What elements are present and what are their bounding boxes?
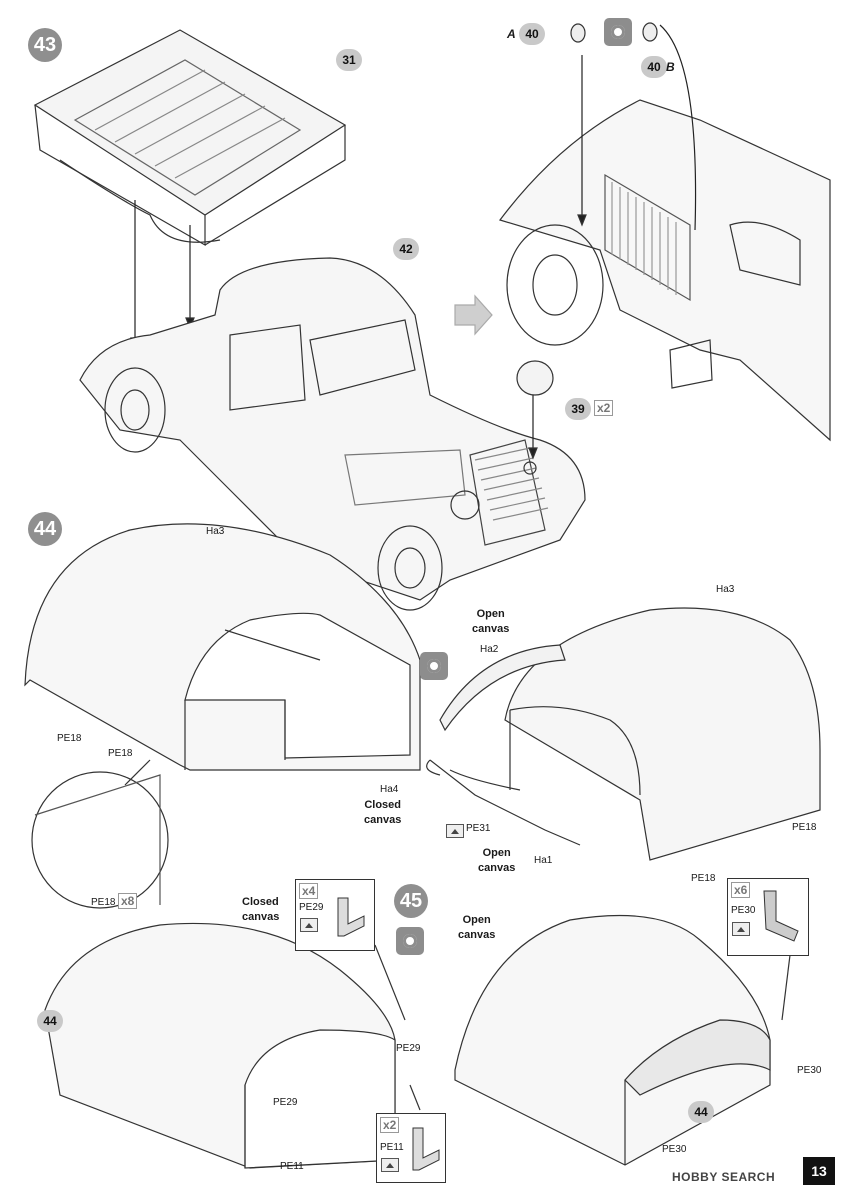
open-canvas-line1: Open [462, 914, 491, 926]
pe11-callout: x2 PE11 [376, 1113, 446, 1183]
closed-canvas-line1: Closed [364, 799, 401, 811]
multiplier-x8: x8 [118, 893, 138, 909]
open-canvas-line2: canvas [458, 929, 496, 941]
multiplier-x4: x4 [299, 883, 319, 899]
label-pe29-a: PE29 [396, 1043, 421, 1054]
pe29-part-drawing [337, 897, 365, 937]
open-canvas-label-3: Open canvas [458, 913, 495, 943]
canvas-open-drawing [426, 607, 821, 861]
label-pe18-e: PE18 [792, 822, 817, 833]
open-canvas-label-2: Open canvas [478, 846, 515, 876]
part-39: 39 [565, 398, 591, 420]
label-pe18-c: PE18 [91, 897, 116, 908]
step-number-44: 44 [28, 512, 62, 546]
closed-canvas-step45-drawing [44, 922, 396, 1169]
pe30-callout: x6 PE30 [727, 878, 809, 956]
photo-etch-icon [300, 918, 318, 932]
part-31: 31 [336, 49, 362, 71]
part-42: 42 [393, 238, 419, 260]
label-pe29-b: PE29 [273, 1097, 298, 1108]
pe11-part-drawing [412, 1127, 440, 1171]
photo-etch-icon [381, 1158, 399, 1172]
car-drawing [79, 257, 586, 611]
rotate-icon [396, 927, 424, 955]
multiplier-x6: x6 [731, 882, 751, 898]
open-canvas-line2: canvas [478, 862, 516, 874]
open-canvas-line1: Open [476, 608, 505, 620]
rotate-icon [604, 18, 632, 46]
closed-canvas-line1: Closed [242, 896, 279, 908]
step-number-43: 43 [28, 28, 62, 62]
pe30-part-drawing [763, 890, 799, 942]
part-40-b: 40 [641, 56, 667, 78]
open-canvas-line2: canvas [472, 623, 510, 635]
label-pe11-b: PE11 [280, 1161, 304, 1172]
multiplier-x2-pe11: x2 [380, 1117, 400, 1133]
label-ha3-left: Ha3 [206, 526, 225, 537]
canvas-ha3-drawing [24, 523, 421, 771]
label-ha3-right: Ha3 [716, 584, 735, 595]
label-pe30-box: PE30 [731, 905, 756, 916]
step-number-45: 45 [394, 884, 428, 918]
closed-canvas-line2: canvas [242, 911, 280, 923]
photo-etch-icon [732, 922, 750, 936]
part-44-right: 44 [688, 1101, 714, 1123]
page-number: 13 [803, 1157, 835, 1185]
label-pe11-box: PE11 [380, 1142, 404, 1153]
closed-canvas-line2: canvas [364, 814, 402, 826]
closed-canvas-label-1: Closed canvas [364, 798, 401, 828]
multiplier-x2-39: x2 [594, 400, 614, 416]
label-pe30-a: PE30 [797, 1065, 822, 1076]
label-b: B [666, 60, 675, 74]
closed-canvas-label-2: Closed canvas [242, 895, 279, 925]
label-pe18-b: PE18 [108, 748, 133, 759]
part-40-a: 40 [519, 23, 545, 45]
label-pe18-a: PE18 [57, 733, 82, 744]
watermark: HOBBY SEARCH [672, 1170, 776, 1184]
photo-etch-icon [446, 824, 464, 838]
label-pe29-box: PE29 [299, 902, 324, 913]
open-canvas-line1: Open [482, 847, 511, 859]
label-pe31: PE31 [466, 823, 491, 834]
rotate-icon [420, 652, 448, 680]
pe29-callout: x4 PE29 [295, 879, 375, 951]
truck-bed-drawing [33, 29, 347, 247]
open-canvas-step45-drawing [454, 914, 771, 1166]
label-pe18-d: PE18 [691, 873, 716, 884]
open-canvas-label-1: Open canvas [472, 607, 509, 637]
label-a: A [507, 27, 516, 41]
part-44-left: 44 [37, 1010, 63, 1032]
label-pe30-b: PE30 [662, 1144, 687, 1155]
label-ha4: Ha4 [380, 784, 399, 795]
label-ha2: Ha2 [480, 644, 499, 655]
label-ha1: Ha1 [534, 855, 553, 866]
